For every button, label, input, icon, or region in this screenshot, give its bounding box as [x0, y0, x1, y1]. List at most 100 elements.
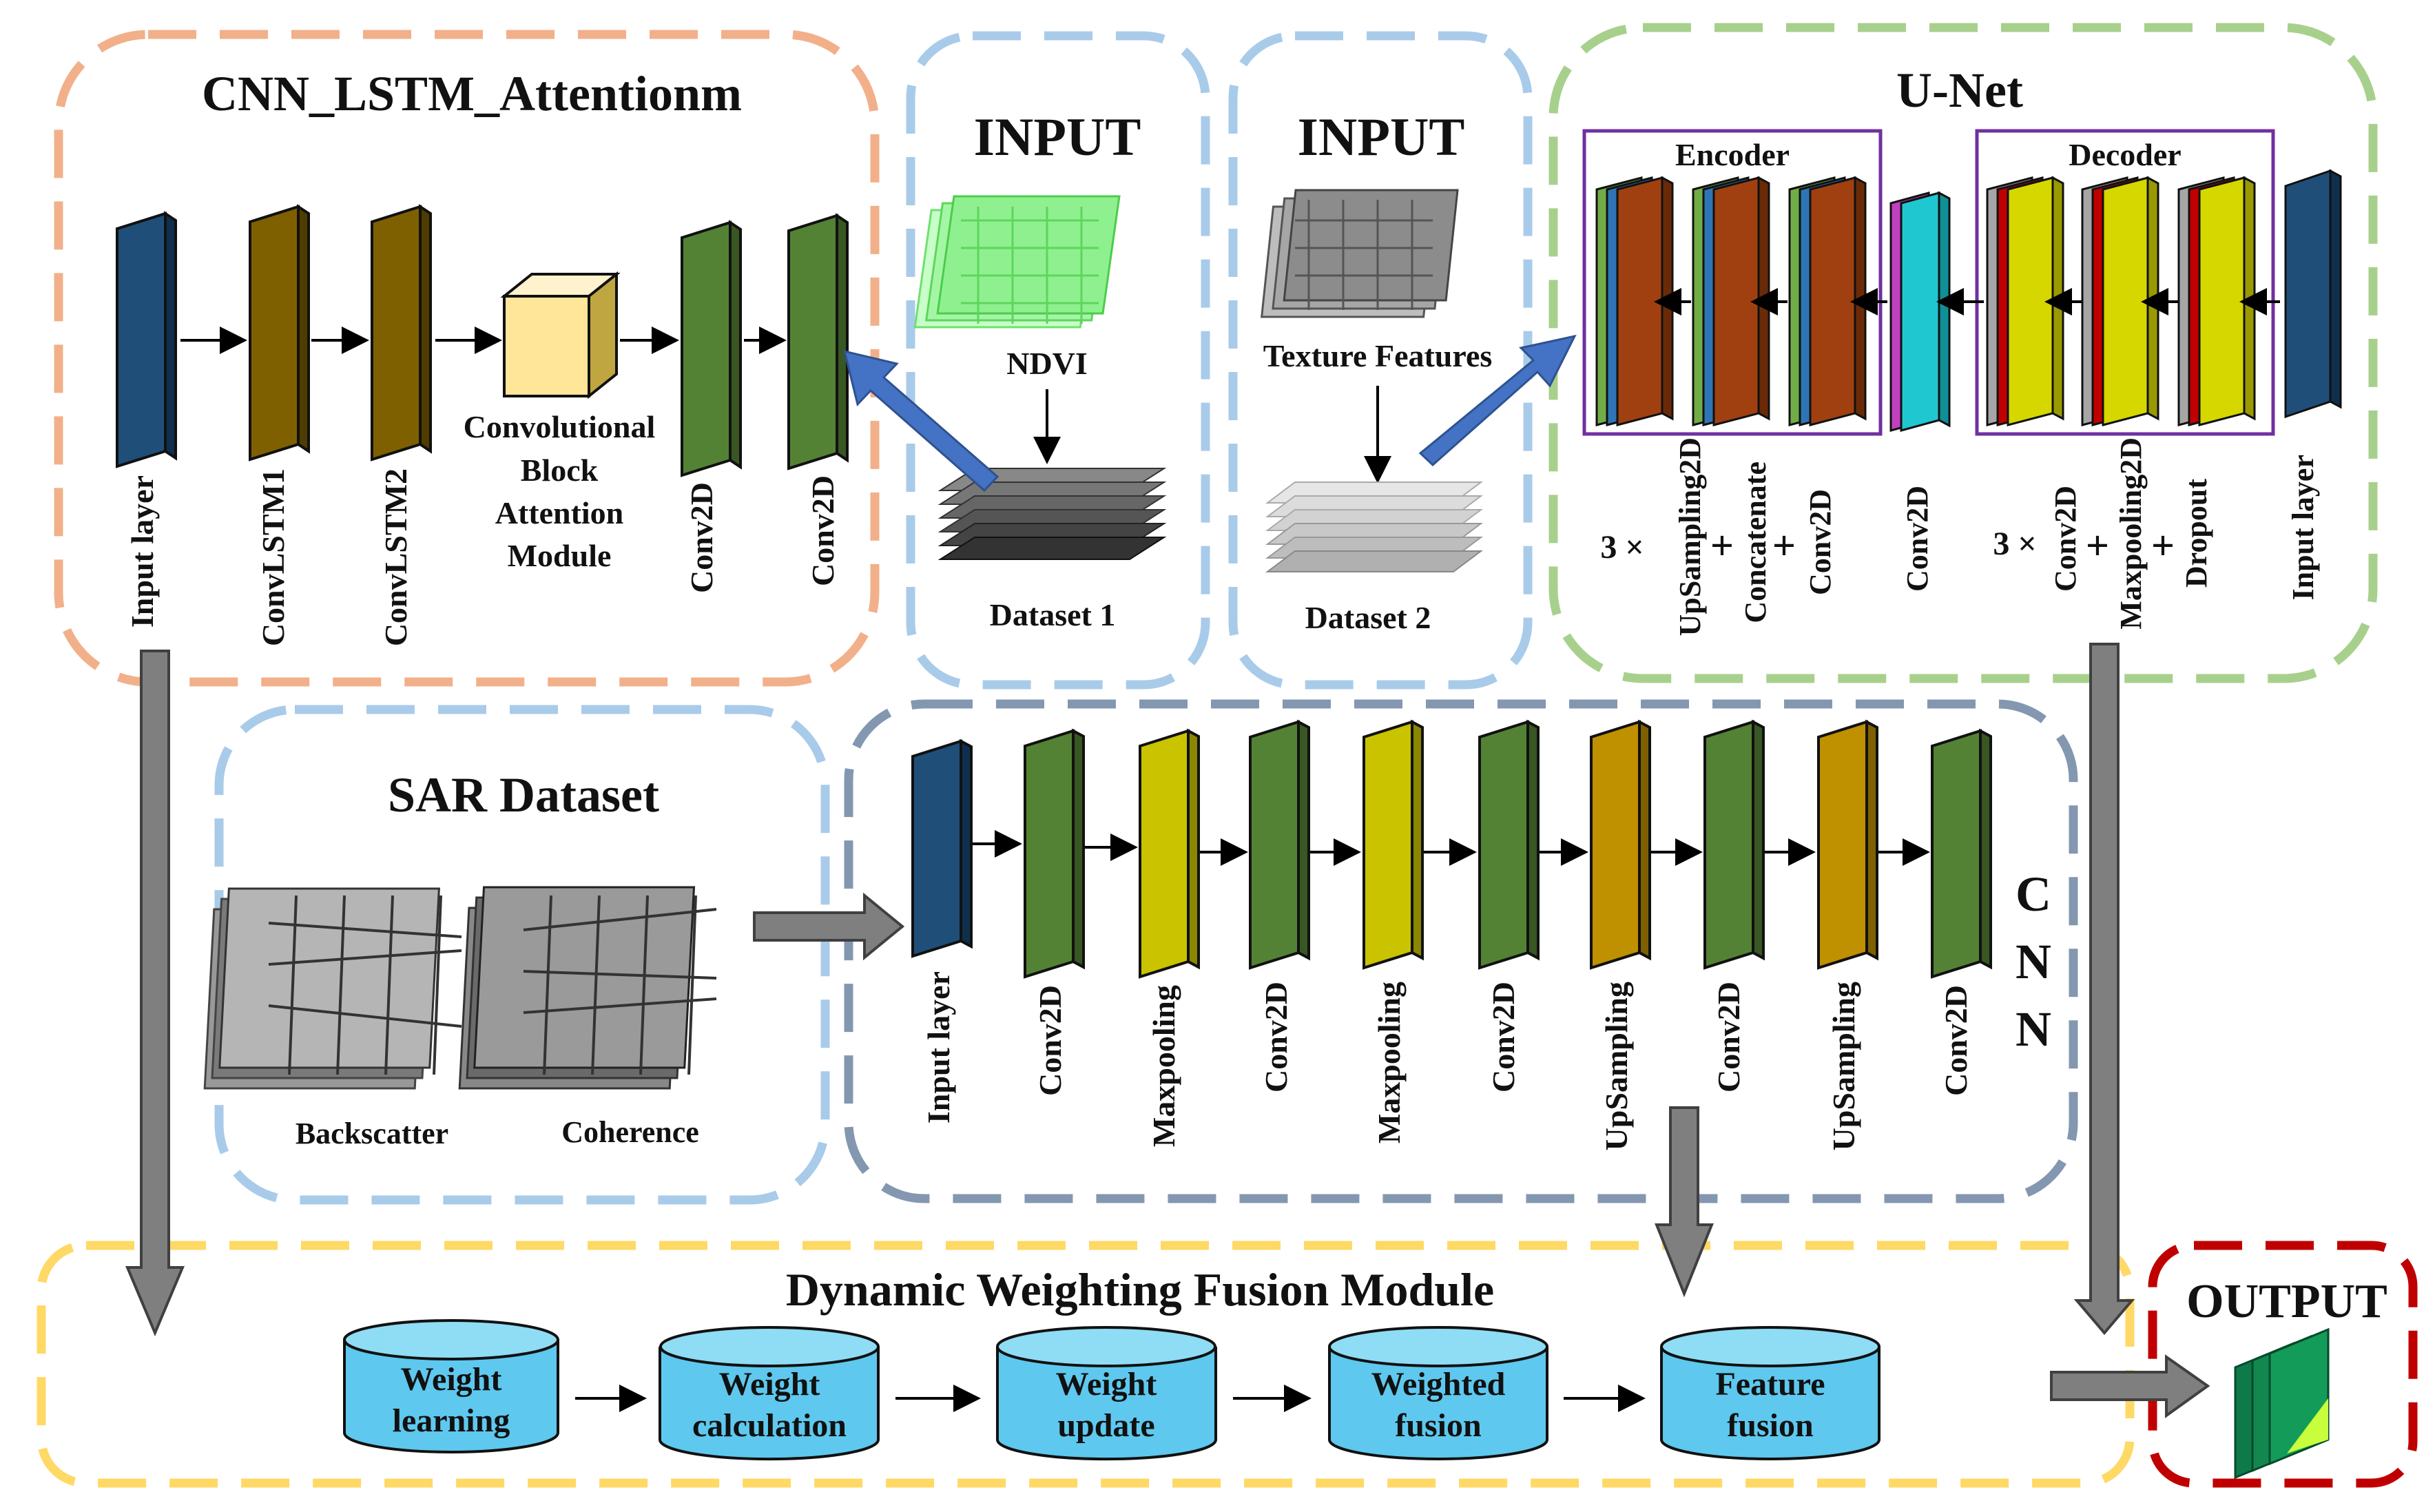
svg-text:Convolutional: Convolutional [464, 409, 656, 444]
encoder-block-3 [1788, 176, 1867, 426]
input1-title: INPUT [974, 107, 1141, 167]
svg-text:calculation: calculation [692, 1407, 847, 1444]
decoder-label: Decoder [2069, 137, 2181, 172]
cbam-label: Convolutional Block Attention Module [464, 409, 656, 573]
coherence-image [458, 886, 717, 1090]
sar-panel [214, 705, 830, 1205]
ndvi-image-stack [913, 195, 1121, 329]
decoder-block-3 [2177, 176, 2256, 426]
label-convlstm1: ConvLSTM1 [256, 468, 291, 646]
input2-title: INPUT [1298, 107, 1465, 167]
svg-text:update: update [1057, 1407, 1154, 1444]
cnn-flow-arrows [973, 830, 1930, 866]
label-cnn-conv2d-2: Conv2D [1258, 982, 1294, 1092]
label-dropout: Dropout [2179, 479, 2213, 588]
sar-to-cnn-arrow [753, 892, 905, 961]
input1-panel [906, 31, 1210, 690]
svg-text:fusion: fusion [1727, 1407, 1813, 1444]
cnn-conv2d-2 [1249, 719, 1310, 970]
label-cnn-conv2d-4: Conv2D [1711, 982, 1746, 1092]
unet-plus-signs: + + + + [1710, 523, 2175, 568]
encoder-block-2 [1692, 176, 1770, 426]
cnn-conv2d-5 [1931, 728, 1992, 979]
label-dec-conv2d: Conv2D [2049, 486, 2082, 592]
cnn-upsample-1 [1590, 719, 1651, 970]
lstm-conv2d-b [787, 213, 849, 470]
backscatter-image [203, 887, 462, 1090]
label-cnn-upsample-1: UpSampling [1599, 982, 1634, 1150]
label-unet-conv2d: Conv2D [1803, 489, 1837, 595]
label-cnn-conv2d-3: Conv2D [1486, 982, 1521, 1092]
svg-text:N: N [2016, 934, 2051, 989]
unet-enc-ops: UpSampling2D Concatenate Conv2D Conv2D C… [1673, 437, 2320, 636]
svg-text:Module: Module [508, 538, 612, 573]
fusion-to-output-arrow [2050, 1354, 2210, 1418]
label-unet-input-layer: Input layer [2286, 455, 2320, 600]
svg-text:fusion: fusion [1395, 1407, 1481, 1444]
label-upsampling2d: UpSampling2D [1673, 437, 1707, 636]
cnn-conv2d-1 [1024, 728, 1085, 979]
cnn-lstm-title: CNN_LSTM_Attentionm [202, 66, 742, 121]
cnn-lstm-panel [54, 30, 880, 687]
dataset1-label: Dataset 1 [990, 597, 1116, 632]
cnn-conv2d-3 [1478, 719, 1540, 970]
svg-text:+: + [2086, 523, 2109, 568]
ndvi-label: NDVI [1006, 346, 1088, 381]
cnn-maxpool-2 [1362, 719, 1424, 970]
label-convlstm2: ConvLSTM2 [378, 468, 413, 646]
label-cnn-conv2d-1: Conv2D [1033, 985, 1068, 1096]
fusion-step-weight-update: Weight update [996, 1326, 1217, 1461]
sar-title: SAR Dataset [388, 767, 659, 822]
fusion-step-weighted-fusion: Weighted fusion [1328, 1326, 1548, 1460]
output-title: OUTPUT [2186, 1275, 2387, 1328]
svg-text:Weight: Weight [1056, 1366, 1157, 1402]
unet-dec-prefix: 3 × [1993, 526, 2036, 562]
svg-text:learning: learning [393, 1402, 510, 1439]
texture-image-stack [1260, 189, 1459, 318]
cnn-lstm-input-layer [116, 211, 177, 468]
lstm-conv2d-a [681, 220, 742, 477]
label-conv2d-b: Conv2D [805, 475, 840, 586]
cnn-upsample-2 [1817, 719, 1878, 970]
svg-text:+: + [1772, 523, 1796, 568]
unet-mid-conv2d [1889, 191, 1951, 432]
svg-text:Weighted: Weighted [1371, 1366, 1506, 1402]
label-cnn-input-layer: Input layer [921, 971, 956, 1123]
fusion-step-weight-learning: Weight learning [343, 1319, 559, 1453]
encoder-frame [1582, 129, 1883, 436]
convlstm1-block [249, 204, 310, 462]
cnn-side-title: C N N [2016, 867, 2051, 1057]
fusion-title: Dynamic Weighting Fusion Module [786, 1263, 1494, 1316]
convlstm2-block [371, 204, 432, 462]
cnn-to-fusion-arrow [1655, 1106, 1714, 1298]
svg-text:Feature: Feature [1715, 1366, 1825, 1402]
label-cnn-maxpool-1: Maxpooling [1146, 985, 1181, 1147]
label-input-layer: Input layer [125, 475, 160, 628]
fusion-step-weight-calculation: Weight calculation [659, 1326, 880, 1461]
svg-text:Weight: Weight [719, 1366, 820, 1402]
cnnlstm-to-fusion-arrow [125, 650, 185, 1337]
label-cnn-upsample-2: UpSampling [1826, 982, 1861, 1150]
backscatter-label: Backscatter [296, 1117, 448, 1150]
svg-text:+: + [1710, 523, 1734, 568]
cnn-maxpool-1 [1139, 728, 1200, 979]
unet-input-layer [2284, 169, 2342, 419]
svg-text:Attention: Attention [495, 495, 624, 530]
label-cnn-maxpool-2: Maxpooling [1371, 982, 1407, 1143]
fusion-step-feature-fusion: Feature fusion [1660, 1326, 1880, 1460]
cnn-panel [844, 699, 2078, 1203]
svg-text:Block: Block [521, 453, 599, 488]
texture-label: Texture Features [1263, 338, 1493, 373]
label-unet-mid-conv2d: Conv2D [1900, 486, 1934, 592]
dataset2-label: Dataset 2 [1305, 600, 1431, 635]
label-cnn-conv2d-5: Conv2D [1938, 985, 1973, 1096]
encoder-block-1 [1595, 176, 1674, 426]
dataset1-stack [937, 468, 1167, 560]
encoder-label: Encoder [1675, 137, 1790, 172]
svg-text:+: + [2151, 523, 2175, 568]
unet-to-output-arrow [2073, 643, 2135, 1336]
dataset1-to-cnnlstm-arrow [842, 349, 999, 493]
cnn-lstm-layer-labels: Input layer ConvLSTM1 ConvLSTM2 Conv2D C… [125, 468, 840, 646]
